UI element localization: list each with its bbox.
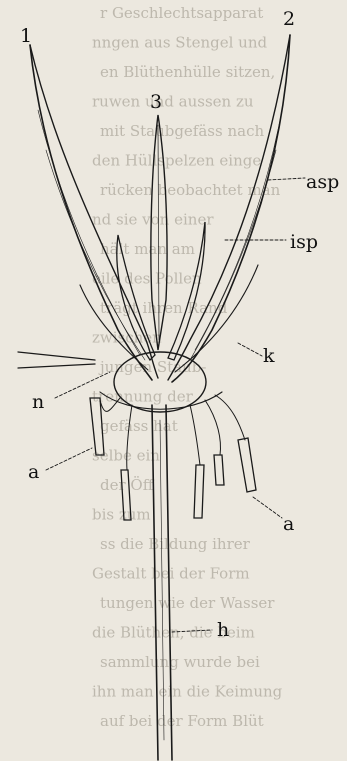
inner-glumes [80, 222, 258, 372]
label-k: k [263, 345, 275, 367]
label-3: 3 [150, 91, 162, 113]
label-leader-lines [46, 178, 305, 632]
anthers [18, 352, 256, 520]
label-a-right: a [283, 513, 294, 535]
label-1: 1 [20, 25, 32, 47]
label-h: h [217, 619, 229, 641]
label-isp: isp [290, 231, 318, 253]
label-a-left: a [28, 461, 39, 483]
label-asp: asp [306, 171, 339, 193]
floral-base [114, 352, 206, 412]
label-2: 2 [283, 8, 295, 30]
label-n: n [32, 391, 44, 413]
central-spike [151, 115, 167, 350]
stamen-filaments [100, 395, 245, 470]
outer-glume-left [30, 45, 158, 380]
flower-stalk [152, 405, 172, 760]
